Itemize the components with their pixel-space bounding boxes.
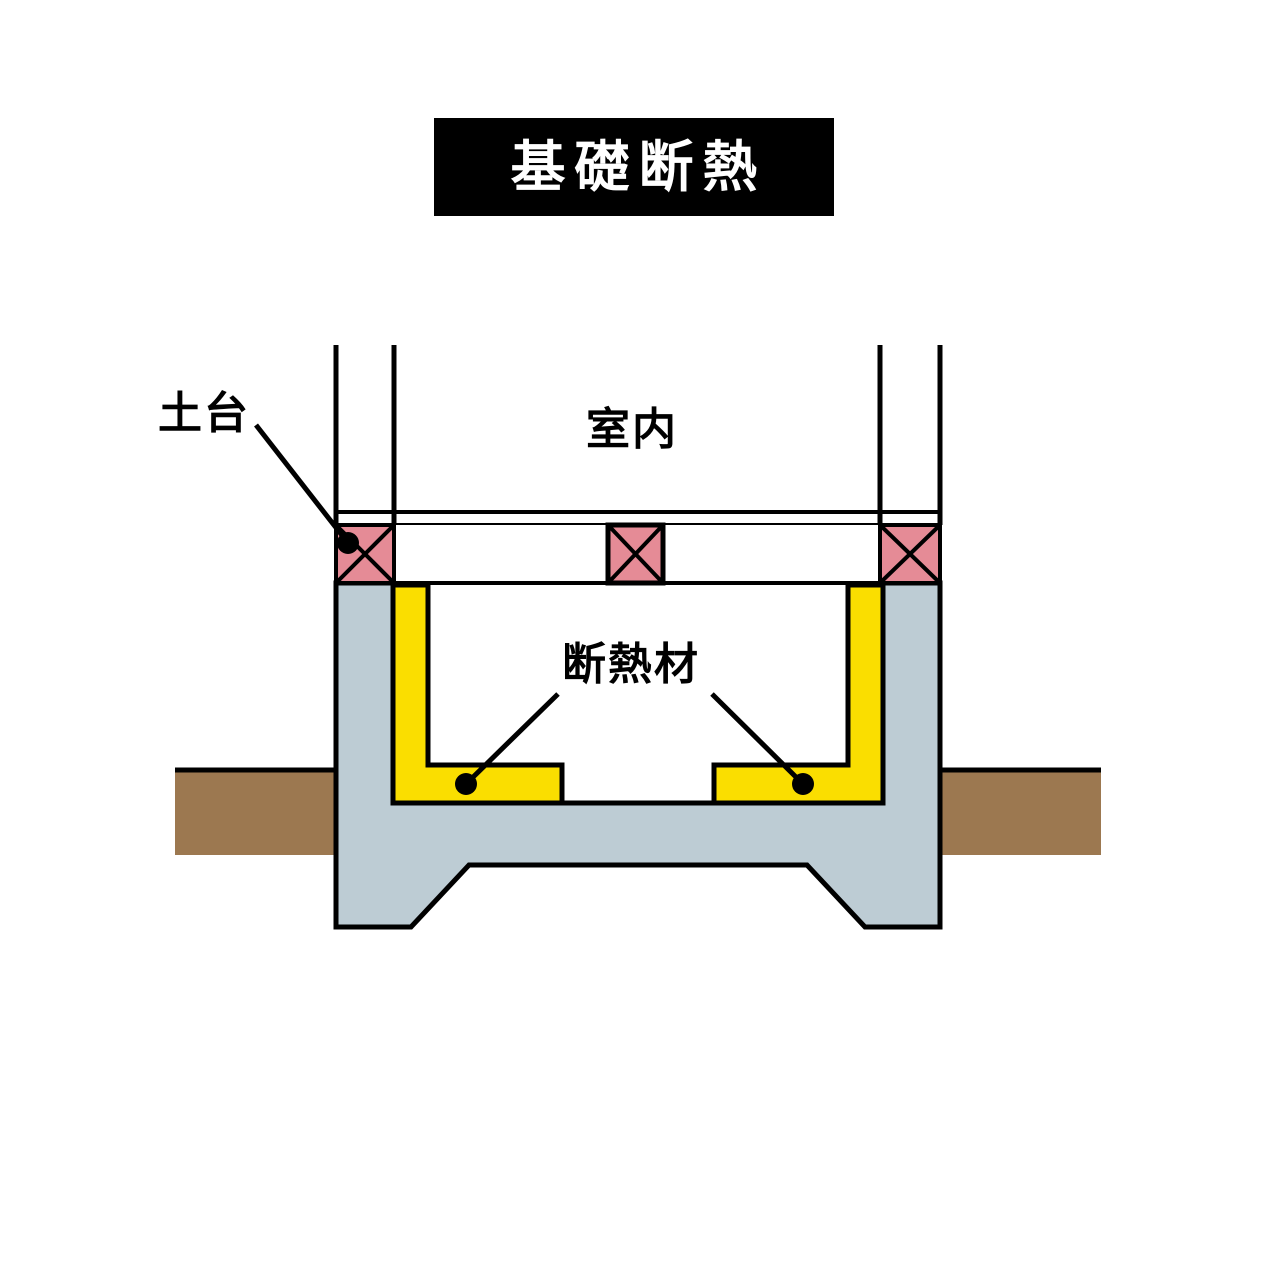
label-interior: 室内 [586, 404, 678, 455]
soil-left [175, 767, 336, 855]
soil-right [940, 767, 1101, 855]
leader-insulation-right [710, 692, 814, 795]
wall-right [877, 345, 943, 525]
leader-sill [254, 423, 359, 554]
wall-left [333, 345, 397, 525]
title-banner: 基礎断熱 [434, 118, 834, 216]
page-title: 基礎断熱 [510, 134, 767, 199]
label-sill-plate: 土台 [158, 388, 250, 439]
leader-insulation-left [455, 692, 560, 795]
label-insulation: 断熱材 [562, 639, 700, 690]
sill-plate-right [878, 523, 942, 585]
sill-plate-center [605, 522, 666, 586]
